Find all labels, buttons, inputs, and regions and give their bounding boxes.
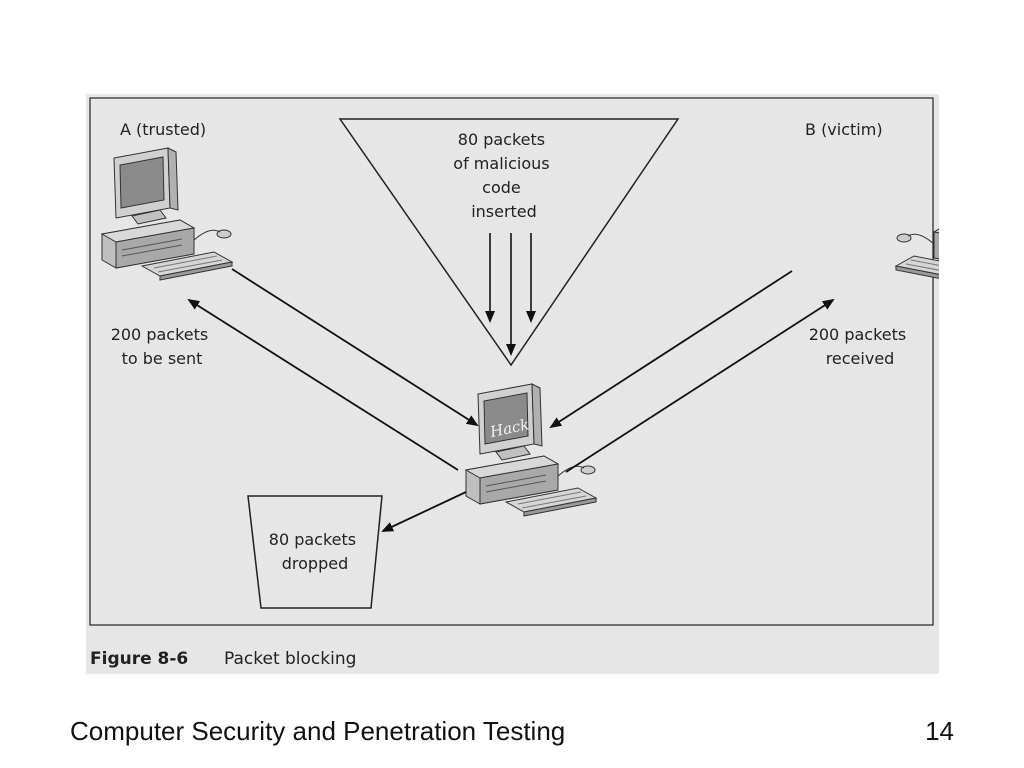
page-number: 14	[925, 716, 954, 746]
packets-sent-label: 200 packets to be sent	[111, 325, 214, 368]
computer-b-label: B (victim)	[805, 120, 883, 139]
arrow-b-to-hacker	[549, 270, 793, 429]
figure-caption-number: Figure 8-6	[90, 649, 188, 669]
dropped-packets-label: 80 packets dropped	[269, 530, 361, 573]
figure-caption-text: Packet blocking	[224, 649, 356, 669]
dropped-packets-bucket	[247, 495, 383, 609]
figure-8-6: Hack 80 packets of malicious code insert…	[86, 94, 939, 674]
computer-a-icon	[101, 147, 233, 281]
arrow-hacker-to-b	[565, 298, 835, 473]
packets-received-label: 200 packets received	[809, 325, 912, 368]
malicious-code-label: 80 packets of malicious code inserted	[453, 130, 554, 221]
computer-a-label: A (trusted)	[120, 120, 206, 139]
figure-frame	[89, 97, 934, 626]
arrow-to-dropped	[381, 491, 467, 532]
arrow-hacker-to-a	[187, 298, 459, 471]
arrow-a-to-hacker	[231, 268, 479, 427]
hacker-computer-icon: Hack	[465, 383, 597, 517]
malicious-code-triangle	[338, 118, 680, 367]
footer-title: Computer Security and Penetration Testin…	[70, 716, 566, 746]
